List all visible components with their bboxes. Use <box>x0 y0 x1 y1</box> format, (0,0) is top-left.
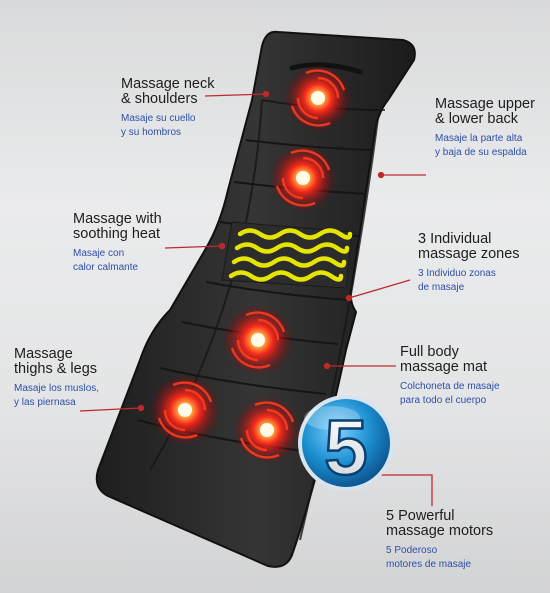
heat-wave-icon <box>228 228 353 282</box>
thighs-label-en: Massage thighs & legs <box>14 346 98 378</box>
back-label-es: Masaje la parte alta y baja de su espald… <box>435 133 527 158</box>
zones-label: 3 Individual massage zones 3 Individuo z… <box>418 231 520 294</box>
mat-label-en: Full body massage mat <box>400 344 488 376</box>
number-badge: 5 <box>298 395 394 492</box>
leader-lines <box>79 90 433 506</box>
motors-label-es: 5 Poderoso motores de masaje <box>386 545 472 570</box>
zones-label-es: 3 Individuo zonas de masaje <box>418 268 496 293</box>
motor-glow-3-icon <box>222 304 294 376</box>
neck-label-es: Masaje su cuello y su hombros <box>121 113 196 138</box>
motor-glow-2-icon <box>269 144 337 212</box>
heat-label-es: Masaje con calor calmante <box>73 248 139 273</box>
motor-glow-5-icon <box>233 396 301 464</box>
badge-number: 5 <box>324 403 367 491</box>
thighs-label: Massage thighs & legs Masaje los muslos,… <box>14 346 100 409</box>
heat-label: Massage with soothing heat Masaje con ca… <box>73 211 162 274</box>
mat-label-es: Colchoneta de masaje para todo el cuerpo <box>400 381 500 406</box>
motor-glow-1-icon <box>284 64 352 132</box>
motor-glow-4-icon <box>149 374 221 446</box>
zones-label-en: 3 Individual massage zones <box>418 231 520 263</box>
thighs-label-es: Masaje los muslos, y las piernasa <box>14 383 100 408</box>
mat-label: Full body massage mat Colchoneta de masa… <box>400 344 500 407</box>
motors-label: 5 Powerful massage motors 5 Poderoso mot… <box>386 508 494 571</box>
back-label-en: Massage upper & lower back <box>435 96 535 128</box>
heat-label-en: Massage with soothing heat <box>73 211 162 243</box>
neck-label-en: Massage neck & shoulders <box>121 76 215 108</box>
neck-label: Massage neck & shoulders Masaje su cuell… <box>121 76 215 139</box>
motors-label-en: 5 Powerful massage motors <box>386 508 494 540</box>
back-label: Massage upper & lower back Masaje la par… <box>435 96 535 159</box>
